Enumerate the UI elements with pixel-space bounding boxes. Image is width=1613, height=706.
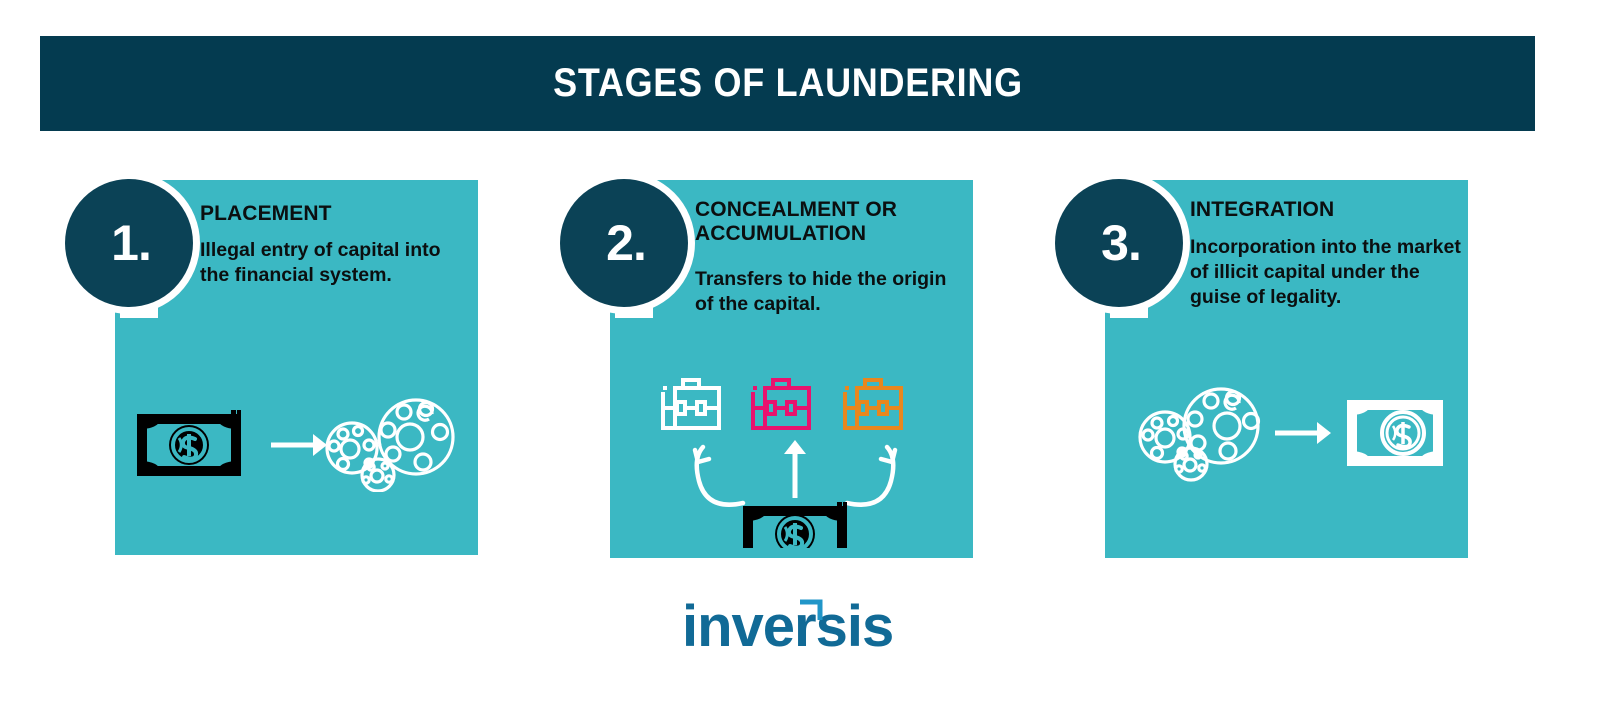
arrow-right-icon — [1275, 422, 1331, 444]
card-1-text-block: PLACEMENT Illegal entry of capital into … — [200, 202, 465, 288]
badge-1-number: 1. — [111, 215, 152, 271]
arrow-curve-left-icon — [692, 444, 746, 507]
badge-2-number: 2. — [606, 215, 647, 271]
inversis-logo-text: inversis — [682, 596, 893, 658]
banknote-outline-icon — [1347, 400, 1443, 466]
card-2-body: Transfers to hide the origin of the capi… — [695, 267, 947, 315]
banknote-icon — [137, 410, 241, 476]
badge-2-circle: 2. — [560, 179, 688, 307]
card-3-body: Incorporation into the market of illicit… — [1190, 236, 1461, 309]
badge-3-number: 3. — [1101, 215, 1142, 271]
card-2-text-block: CONCEALMENT OR ACCUMULATION Transfers to… — [695, 198, 967, 317]
card-3-text-block: INTEGRATION Incorporation into the marke… — [1190, 198, 1462, 310]
inversis-wordmark: inversis — [682, 596, 894, 658]
arrow-right-icon — [271, 434, 327, 456]
arrow-up-icon — [784, 440, 806, 498]
card-1-title: PLACEMENT — [200, 202, 332, 225]
bubbles-icon — [325, 398, 455, 493]
stage-badge-2: 2. — [553, 172, 695, 318]
card-2-title: CONCEALMENT OR ACCUMULATION — [695, 198, 898, 246]
inversis-bracket-icon — [799, 599, 822, 620]
arrow-curve-right-icon — [844, 444, 898, 507]
card-3-title: INTEGRATION — [1190, 198, 1335, 221]
badge-3-circle: 3. — [1055, 179, 1183, 307]
inversis-logo: inversis — [0, 592, 1613, 662]
stage-badge-3: 3. — [1048, 172, 1190, 318]
stage-badge-1: 1. — [58, 172, 200, 318]
briefcase-white-icon — [661, 378, 721, 430]
card-3-icon-group — [1125, 378, 1445, 488]
banknote-icon — [743, 502, 847, 554]
card-1-icon-group — [135, 382, 455, 493]
integration-illustration — [1138, 387, 1443, 482]
bubbles-icon — [1138, 387, 1261, 482]
placement-illustration — [137, 398, 455, 493]
briefcase-pink-icon — [751, 378, 811, 430]
page-title: STAGES OF LAUNDERING — [552, 61, 1023, 105]
concealment-illustration — [661, 378, 903, 554]
briefcase-orange-icon — [843, 378, 903, 430]
header-bar: STAGES OF LAUNDERING — [40, 36, 1535, 131]
badge-1-circle: 1. — [65, 179, 193, 307]
card-1-body: Illegal entry of capital into the financ… — [200, 239, 441, 287]
card-2-icon-group — [655, 358, 935, 554]
